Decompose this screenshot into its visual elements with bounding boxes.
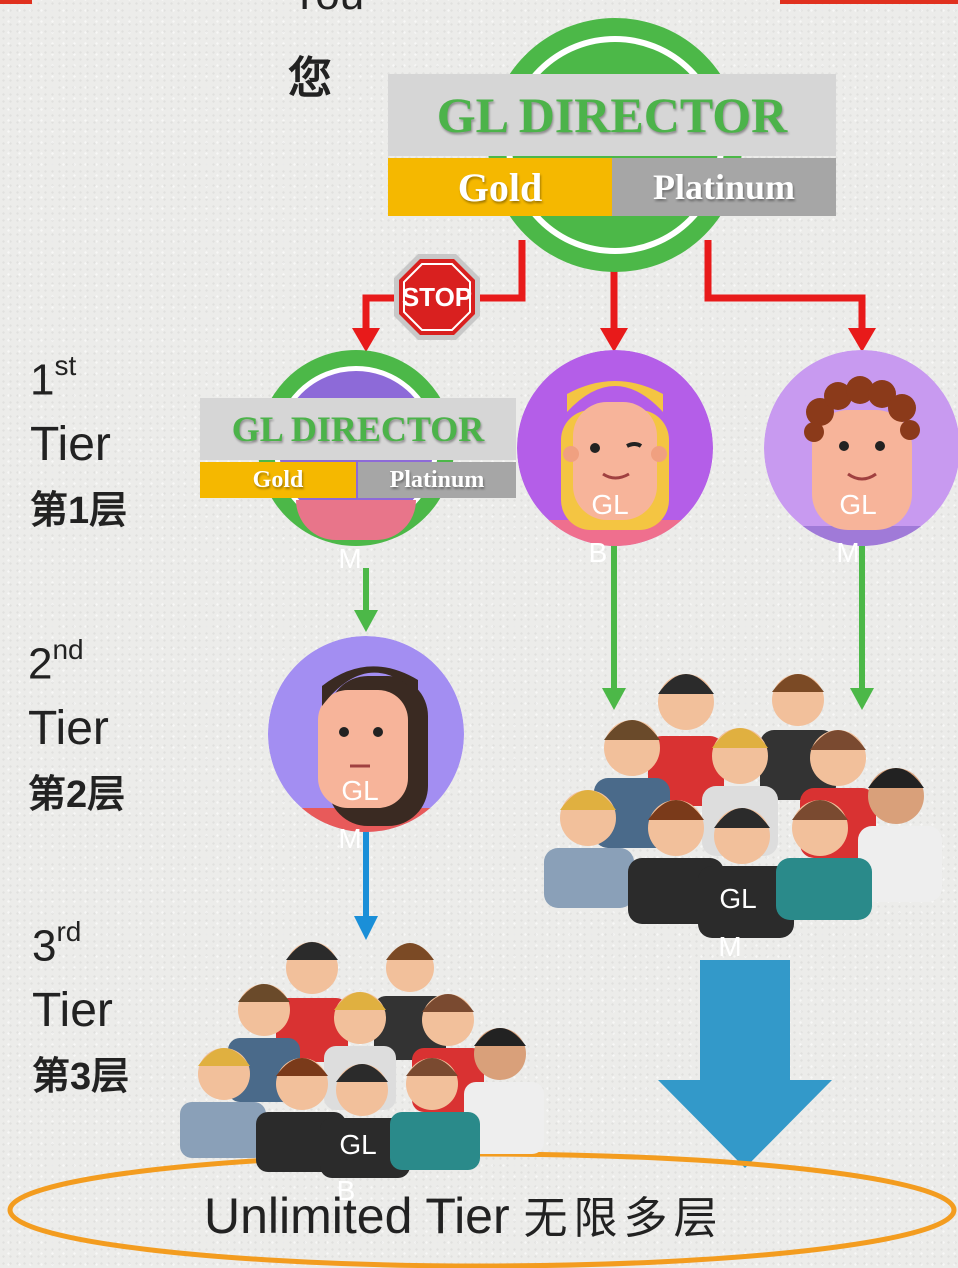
unlimited-en: Unlimited Tier (204, 1188, 510, 1244)
small-director-title: GL DIRECTOR (200, 398, 516, 460)
tier-3-suffix: rd (56, 916, 82, 947)
small-director-gold: Gold (200, 462, 356, 498)
tier-1-word: Tier (30, 417, 111, 471)
tier1-left-label-2: M (338, 543, 362, 574)
tier1-left-base (296, 500, 416, 540)
tier-1-label: 1st Tier 第1层 (30, 352, 128, 532)
tier2-left-label-1: GL (341, 775, 379, 806)
tier-3-label: 3rd Tier 第3层 (32, 918, 130, 1098)
corner-bar-right (780, 0, 958, 4)
tier1-mid-label-1: GL (591, 489, 629, 520)
group-right-label-2: M (718, 931, 742, 962)
small-director-platinum: Platinum (358, 462, 516, 498)
green-connector (363, 545, 865, 690)
tier-3-number: 3 (32, 921, 57, 971)
avatar-woman-dark-icon (268, 636, 464, 832)
blue-arrowhead (354, 916, 378, 940)
stop-sign-icon: STOP (394, 254, 480, 340)
tier1-right-label-1: GL (839, 489, 877, 520)
tier-2-number: 2 (28, 639, 53, 689)
tier1-right-label-2: M (836, 537, 860, 568)
people-group-icon (544, 674, 942, 938)
tier-2-suffix: nd (52, 634, 84, 665)
red-arrowheads (352, 328, 876, 352)
avatar-man-curly-icon (764, 350, 958, 546)
people-group-icon-bottom (180, 942, 544, 1178)
down-arrow-icon (658, 960, 832, 1168)
avatar-woman-blonde-icon (517, 350, 713, 546)
group-bottom-label-2: B (336, 1175, 356, 1206)
tier2-left-label-2: M (338, 823, 362, 854)
corner-bar-left (0, 0, 32, 4)
tier-1-cn: 第1层 (30, 487, 128, 532)
you-label: You (290, 0, 364, 20)
tier-2-label: 2nd Tier 第2层 (28, 636, 126, 816)
unlimited-tier-label: Unlimited Tier 无限多层 (204, 1182, 724, 1246)
tier-3-word: Tier (32, 983, 113, 1037)
green-arrowheads (354, 610, 874, 710)
group-right-label-1: GL (719, 883, 757, 914)
tier-1-suffix: st (54, 350, 77, 381)
director-badge-platinum: Platinum (612, 158, 836, 216)
unlimited-cn: 无限多层 (523, 1193, 724, 1244)
you-cn-label: 您 (288, 53, 332, 104)
group-bottom-label-1: GL (339, 1129, 377, 1160)
svg-text:STOP: STOP (402, 282, 472, 312)
tier1-mid-label-2: B (588, 537, 608, 568)
director-badge-title: GL DIRECTOR (388, 74, 836, 156)
tier-2-word: Tier (28, 701, 109, 755)
tier-3-cn: 第3层 (32, 1053, 130, 1098)
tier-1-number: 1 (30, 355, 55, 405)
director-badge-gold: Gold (388, 158, 612, 216)
tier-2-cn: 第2层 (28, 771, 126, 816)
